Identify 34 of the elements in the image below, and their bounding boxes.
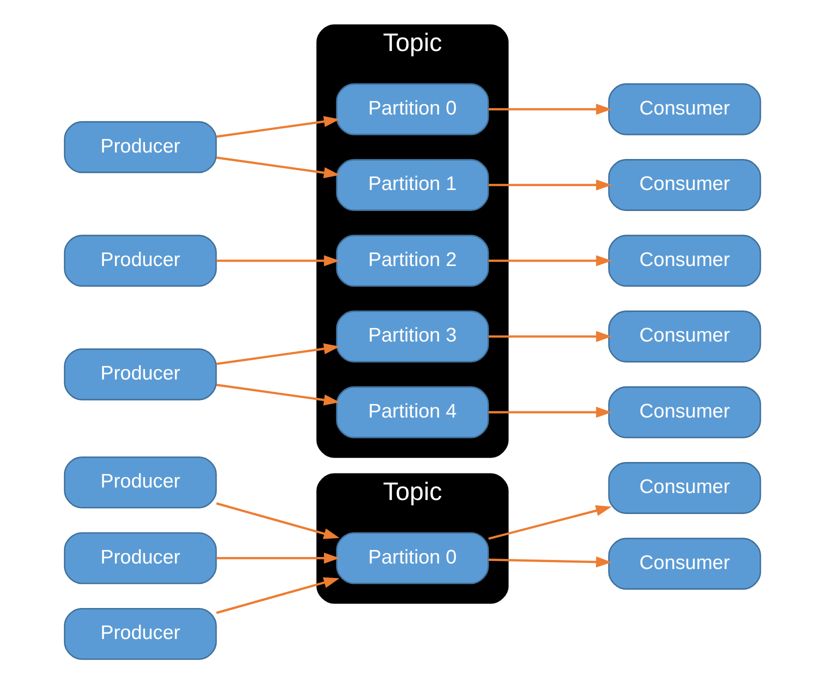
node-box: Partition 0 [336, 532, 489, 584]
node-box: Consumer [608, 538, 762, 590]
arrow [216, 343, 340, 365]
node-box: Producer [64, 456, 217, 508]
arrow [488, 104, 612, 115]
arrow [216, 384, 340, 406]
node-box: Partition 1 [336, 159, 489, 211]
arrow [216, 552, 340, 564]
arrow [488, 179, 612, 191]
node-box: Producer [64, 348, 217, 400]
node-box: Partition 2 [336, 234, 489, 287]
arrow [488, 330, 612, 342]
arrow [216, 502, 340, 540]
node-box: Consumer [608, 386, 762, 438]
node-box: Consumer [608, 234, 762, 287]
arrow [488, 406, 612, 418]
arrow [488, 556, 612, 568]
arrow [488, 505, 612, 540]
node-box: Producer [64, 234, 217, 287]
node-box: Producer [64, 121, 217, 174]
node-box: Partition 4 [336, 386, 489, 438]
node-box: Producer [64, 608, 217, 660]
arrow [216, 577, 340, 614]
node-box: Partition 3 [336, 310, 489, 362]
arrow [488, 255, 612, 266]
node-box: Consumer [608, 159, 762, 211]
node-box: Consumer [608, 83, 762, 136]
node-box: Producer [64, 532, 217, 584]
arrow [216, 156, 340, 178]
node-box: Consumer [608, 310, 762, 362]
node-box: Consumer [608, 462, 762, 514]
arrow [216, 116, 340, 138]
arrow [216, 255, 340, 266]
node-box: Partition 0 [336, 83, 489, 136]
